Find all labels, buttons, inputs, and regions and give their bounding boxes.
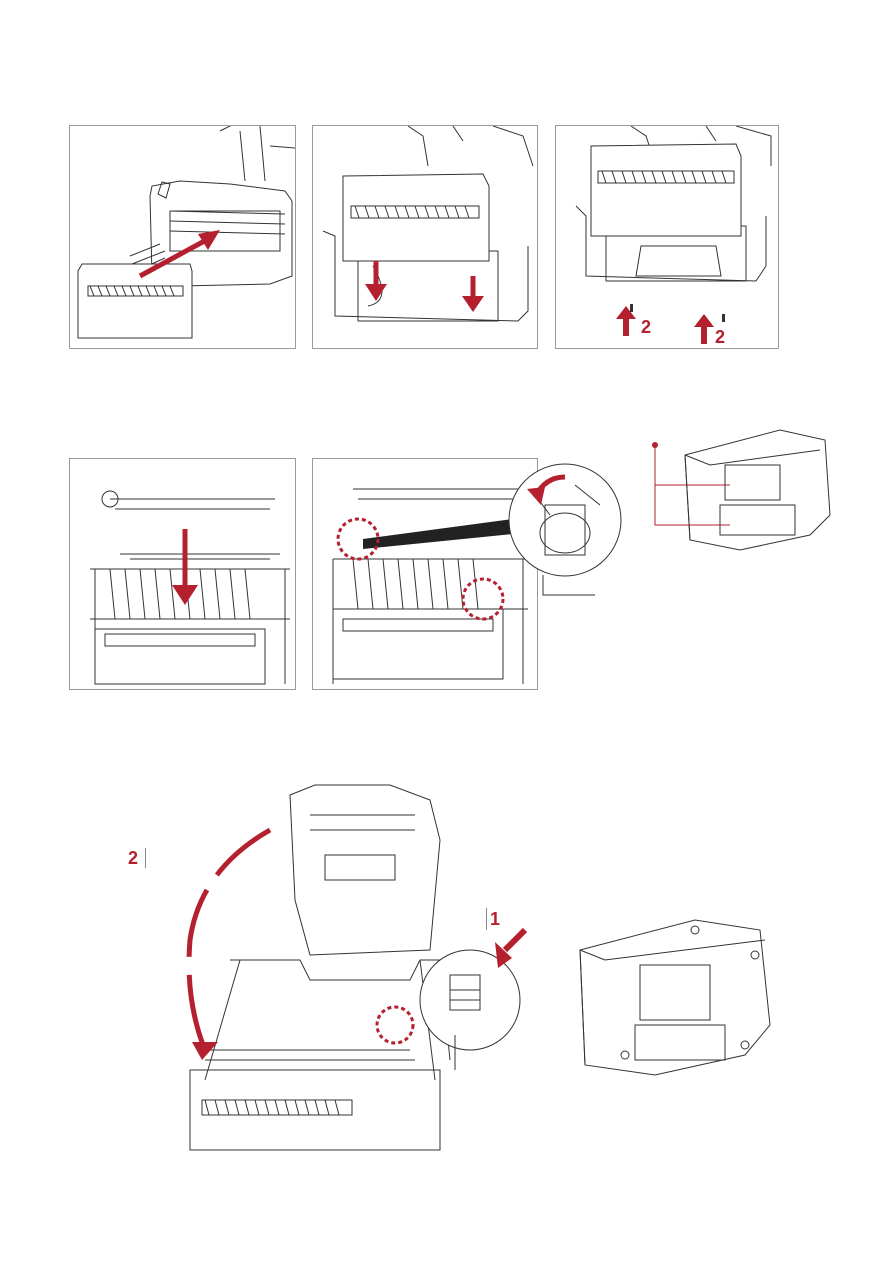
rotate-label: 2 (128, 849, 138, 867)
latch-label: 1 (490, 910, 500, 928)
figure-printer-open-close (110, 780, 550, 1170)
figure-platen-roller-insert (69, 458, 296, 690)
figure-printer-bottom-large (575, 915, 775, 1080)
figure-printer-bottom-small (650, 425, 840, 565)
figure-cutter-press-down (312, 125, 538, 349)
step-label-right: 2 (715, 328, 725, 346)
step-label-left: 2 (641, 318, 651, 336)
figure-cutter-screws (555, 125, 779, 349)
figure-cutter-insert (69, 125, 296, 349)
rotate-label-bar (145, 848, 146, 868)
latch-label-bar (486, 908, 487, 930)
figure-zoom-detail (505, 455, 625, 600)
